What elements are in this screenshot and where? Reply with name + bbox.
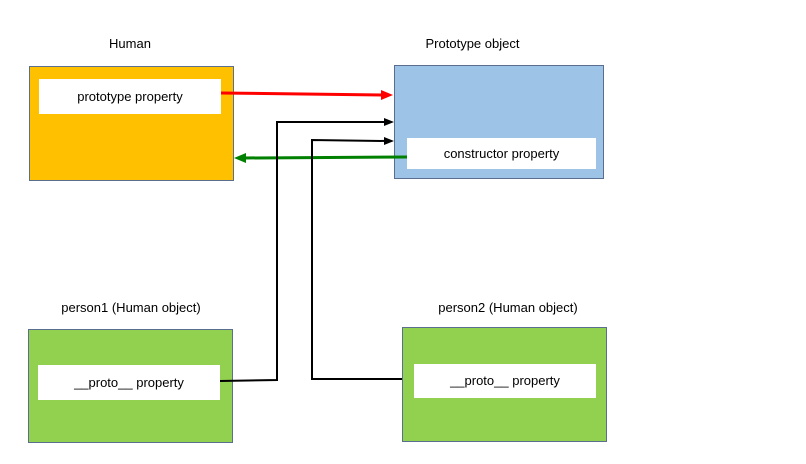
person1-title: person1 (Human object) <box>61 300 201 315</box>
prototype-arrow <box>220 90 393 100</box>
person2-proto-property: __proto__ property <box>414 364 596 398</box>
person2-title: person2 (Human object) <box>438 300 578 315</box>
person1-proto-arrow <box>219 118 394 382</box>
constructor-arrow <box>234 153 408 163</box>
person1-proto-property: __proto__ property <box>38 365 220 400</box>
prototype-object-title: Prototype object <box>425 36 520 51</box>
prototype-constructor-property: constructor property <box>407 138 596 169</box>
human-title: Human <box>109 36 151 51</box>
person2-proto-arrow <box>311 137 402 380</box>
human-prototype-property: prototype property <box>39 79 221 114</box>
